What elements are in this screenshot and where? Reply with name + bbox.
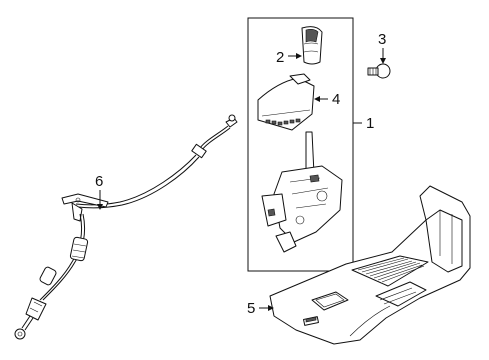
floor-console-panel [269, 185, 471, 345]
callout-4: 4 [314, 91, 340, 108]
fastener [367, 63, 391, 79]
callout-5: 5 [247, 300, 274, 317]
callout-5-label: 5 [247, 300, 255, 317]
callout-3-label: 3 [378, 31, 386, 48]
callout-1-label: 1 [366, 115, 374, 132]
callout-1: 1 [366, 115, 374, 132]
shifter-mechanism [261, 131, 343, 253]
callout-2-label: 2 [276, 49, 284, 66]
callout-4-label: 4 [332, 91, 340, 108]
bezel-vents [265, 118, 301, 126]
callout-6: 6 [95, 173, 103, 210]
callout-2: 2 [276, 49, 302, 66]
shift-knob [301, 26, 323, 65]
shift-boot-bezel [257, 73, 315, 131]
callout-3: 3 [378, 31, 386, 64]
assembly-bracket-box [247, 17, 354, 272]
shift-cable [14, 114, 238, 340]
ribbed-mat [351, 255, 429, 287]
callout-6-label: 6 [95, 173, 103, 190]
